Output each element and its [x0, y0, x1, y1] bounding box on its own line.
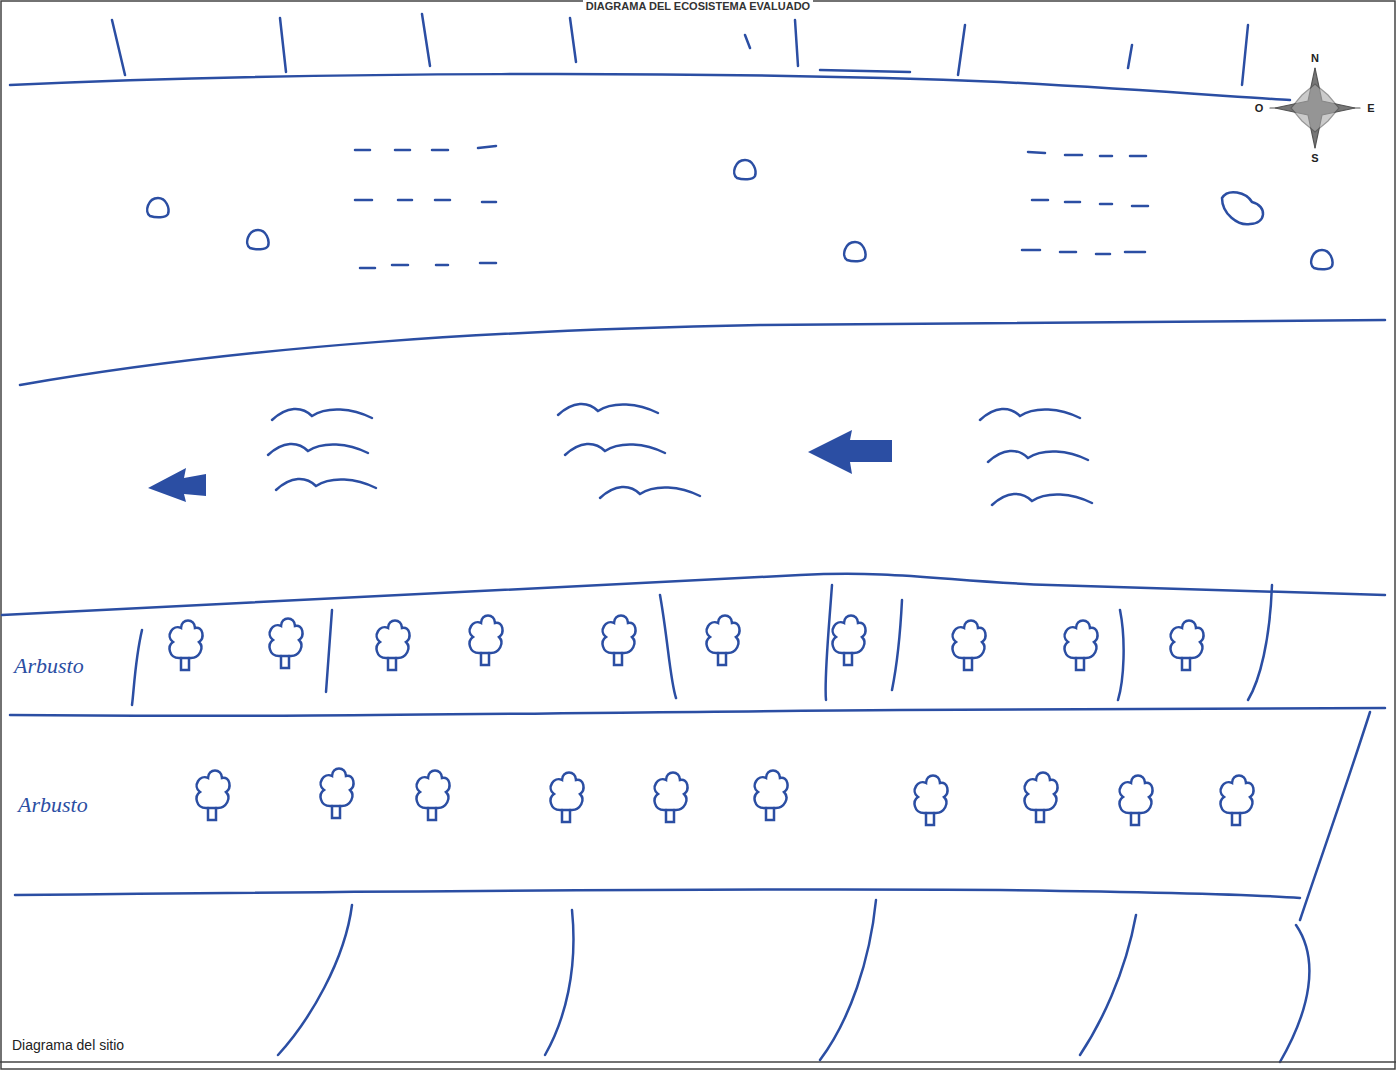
compass-letter: O	[1254, 102, 1265, 114]
band-label: Arbusto	[16, 792, 90, 818]
compass-letter: S	[1310, 152, 1319, 164]
shrub-band: Arbusto	[0, 618, 1396, 714]
sheet-title: DIAGRAMA DEL ECOSISTEMA EVALUADO	[583, 0, 813, 12]
shrub-band: Arbusto	[0, 716, 1396, 894]
compass-letter: N	[1310, 52, 1320, 64]
site-caption: Diagrama del sitio	[10, 1037, 126, 1053]
band-label: Arbusto	[12, 653, 86, 679]
compass-letter: E	[1366, 102, 1375, 114]
